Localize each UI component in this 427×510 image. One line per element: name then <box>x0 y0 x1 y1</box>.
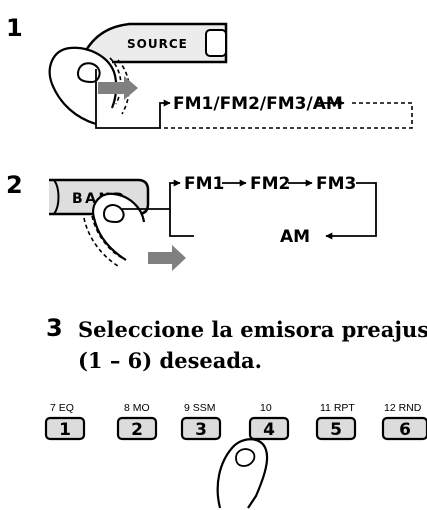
preset-label-2: 8 MO <box>124 402 150 414</box>
source-flow-text: FM1/FM2/FM3/AM <box>173 94 343 114</box>
preset-label-5: 11 RPT <box>320 402 355 414</box>
source-button[interactable]: SOURCE <box>80 22 228 64</box>
source-flow-lines <box>95 69 413 129</box>
preset-label-3: 9 SSM <box>184 402 216 414</box>
flow-fm2: FM2 <box>250 174 290 194</box>
press-arrow-icon <box>98 76 138 100</box>
preset-number-4: 4 <box>263 420 275 440</box>
preset-label-6: 12 RND <box>384 402 422 414</box>
press-arrow-icon-2 <box>148 245 186 271</box>
flow-am: AM <box>280 227 310 247</box>
preset-number-2: 2 <box>131 420 143 440</box>
step-3-instruction-line2: (1 – 6) deseada. <box>78 348 262 373</box>
pressing-finger-icon-2 <box>83 192 146 267</box>
preset-label-4: 10 <box>260 402 272 414</box>
step-3-instruction-line1: Seleccione la emisora preajustada <box>78 317 427 342</box>
flow-fm1: FM1 <box>184 174 224 194</box>
preset-button-4[interactable]: 10 4 <box>248 402 290 441</box>
preset-number-6: 6 <box>399 420 411 440</box>
step-2-number: 2 <box>6 171 23 199</box>
preset-button-6[interactable]: 12 RND 6 <box>381 402 427 441</box>
flow-fm3: FM3 <box>316 174 356 194</box>
step-2: 2 BAND FM1 FM2 FM3 AM <box>6 171 377 271</box>
step-1: 1 SOURCE FM1/FM2/FM3/AM <box>6 14 413 129</box>
step-3: 3 Seleccione la emisora preajustada (1 –… <box>44 314 427 509</box>
preset-button-3[interactable]: 9 SSM 3 <box>180 402 222 441</box>
preset-button-5[interactable]: 11 RPT 5 <box>315 402 357 441</box>
band-flow-lines <box>122 179 377 240</box>
preset-button-1[interactable]: 7 EQ 1 <box>44 402 86 441</box>
preset-number-5: 5 <box>330 420 342 440</box>
pointing-finger-icon <box>216 438 269 509</box>
preset-number-3: 3 <box>195 420 207 440</box>
preset-button-2[interactable]: 8 MO 2 <box>116 402 158 441</box>
preset-label-1: 7 EQ <box>50 402 74 414</box>
preset-number-1: 1 <box>59 420 71 440</box>
source-button-label: SOURCE <box>127 37 188 51</box>
step-1-number: 1 <box>6 14 23 42</box>
step-3-number: 3 <box>46 314 63 342</box>
